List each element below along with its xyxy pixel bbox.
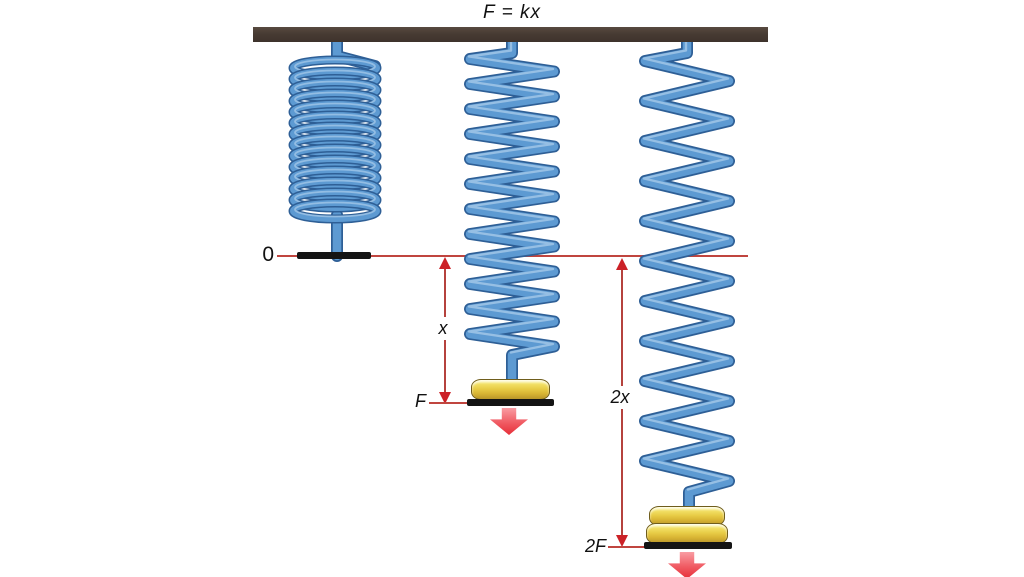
weight-plate xyxy=(644,542,732,549)
zero-label: 0 xyxy=(262,243,274,266)
x-label: x xyxy=(429,317,457,340)
ceiling-bar xyxy=(253,27,768,42)
equation-title: F = kx xyxy=(483,2,541,23)
spring-stretched-2x xyxy=(639,36,735,514)
weight-disk xyxy=(471,379,550,400)
force-down-arrow xyxy=(668,552,706,577)
force-2f-label: 2F xyxy=(584,536,606,556)
force-2f-level-line xyxy=(608,546,648,548)
spring-unstretched xyxy=(285,36,385,262)
2x-label: 2x xyxy=(600,386,640,409)
force-f-label: F xyxy=(415,391,426,411)
weight-plate xyxy=(467,399,554,406)
force-f-level-line xyxy=(429,402,467,404)
unstretched-hanger-bar xyxy=(297,252,371,259)
weight-disk xyxy=(646,523,728,544)
spring-stretched-x xyxy=(464,36,560,386)
force-down-arrow xyxy=(490,408,528,435)
